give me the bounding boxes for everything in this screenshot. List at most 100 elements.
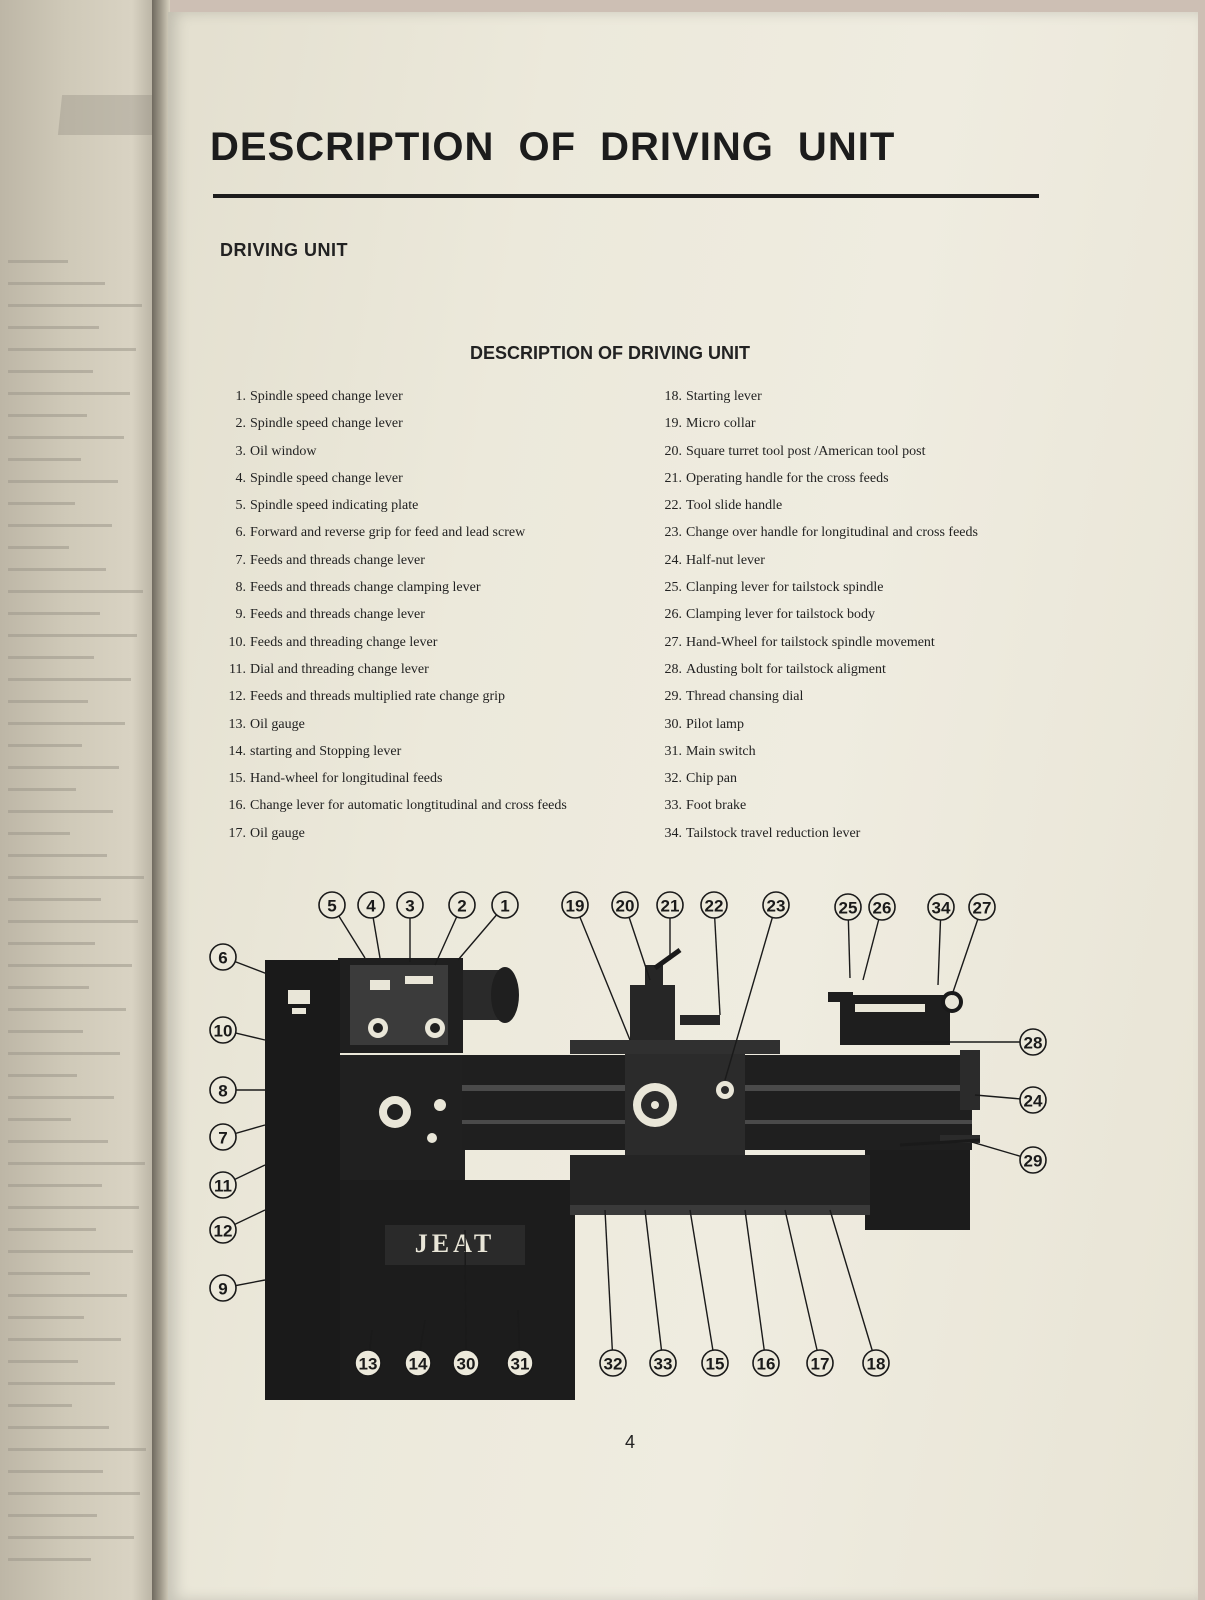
- title-rule: [213, 194, 1039, 198]
- part-list-item: 11.Dial and threading change lever: [218, 656, 638, 683]
- part-number: 31.: [664, 743, 683, 759]
- callout-number: 8: [218, 1082, 227, 1101]
- callout-number: 24: [1024, 1092, 1043, 1111]
- callout-5: 5: [318, 891, 346, 919]
- part-number: 29.: [664, 689, 683, 705]
- callout-leader-17: [784, 1209, 821, 1364]
- callout-number: 29: [1024, 1152, 1043, 1171]
- part-list-item: 18.Starting lever: [654, 383, 1054, 410]
- callout-number: 6: [218, 949, 227, 968]
- part-number: 34.: [664, 825, 683, 841]
- part-number: 33.: [664, 798, 683, 814]
- brand-plate: JEAT: [415, 1229, 496, 1258]
- callout-32: 32: [599, 1349, 627, 1377]
- part-number: 22.: [664, 498, 683, 514]
- part-label: Pilot lamp: [686, 716, 744, 732]
- part-label: Hand-wheel for longitudinal feeds: [250, 771, 443, 787]
- callout-number: 3: [405, 897, 414, 916]
- callout-22: 22: [700, 891, 728, 919]
- part-list-item: 33.Foot brake: [654, 792, 1054, 819]
- part-number: 28.: [664, 661, 683, 677]
- callout-number: 4: [366, 897, 376, 916]
- callout-number: 13: [359, 1355, 378, 1374]
- page-title: DESCRIPTION OF DRIVING UNIT: [210, 125, 896, 169]
- part-number: 15.: [228, 771, 247, 787]
- part-number: 26.: [664, 607, 683, 623]
- callout-30: 30: [452, 1349, 480, 1377]
- part-label: Operating handle for the cross feeds: [686, 470, 889, 486]
- callout-number: 17: [811, 1355, 830, 1374]
- part-label: Tailstock travel reduction lever: [686, 825, 861, 841]
- chip-pan: [570, 1155, 870, 1210]
- part-number: 10.: [228, 634, 247, 650]
- part-list-item: 29.Thread chansing dial: [654, 683, 1054, 710]
- part-label: Adusting bolt for tailstock aligment: [686, 661, 886, 677]
- part-number: 8.: [235, 580, 247, 596]
- part-number: 6.: [235, 525, 247, 541]
- callout-10: 10: [209, 1016, 237, 1044]
- callout-23: 23: [762, 891, 790, 919]
- part-number: 11.: [229, 661, 246, 677]
- callout-number: 22: [705, 897, 724, 916]
- part-number: 9.: [235, 607, 247, 623]
- callout-number: 16: [757, 1355, 776, 1374]
- part-number: 16.: [228, 798, 247, 814]
- callout-number: 33: [654, 1355, 673, 1374]
- part-label: Tool slide handle: [686, 498, 783, 514]
- callout-leader-27: [951, 906, 983, 996]
- part-list-item: 26.Clamping lever for tailstock body: [654, 601, 1054, 628]
- part-label: Change lever for automatic longtitudinal…: [250, 798, 567, 814]
- part-label: Clanping lever for tailstock spindle: [686, 580, 884, 596]
- part-number: 7.: [235, 552, 247, 568]
- part-label: Oil gauge: [250, 716, 305, 732]
- callout-33: 33: [649, 1349, 677, 1377]
- part-label: Spindle speed change lever: [250, 416, 403, 432]
- callout-number: 19: [566, 897, 585, 916]
- part-number: 5.: [235, 498, 247, 514]
- callout-leader-33: [644, 1209, 664, 1364]
- part-number: 3.: [235, 443, 247, 459]
- callout-number: 1: [500, 897, 509, 916]
- callout-26: 26: [868, 893, 896, 921]
- callout-number: 28: [1024, 1034, 1043, 1053]
- callout-number: 18: [867, 1355, 886, 1374]
- callout-6: 6: [209, 943, 237, 971]
- callout-2: 2: [448, 891, 476, 919]
- part-number: 17.: [228, 825, 247, 841]
- tool-post: [630, 985, 675, 1040]
- part-label: Main switch: [686, 743, 756, 759]
- part-list-item: 9.Feeds and threads change lever: [218, 601, 638, 628]
- part-list-item: 34.Tailstock travel reduction lever: [654, 820, 1054, 847]
- page-number: 4: [624, 1432, 635, 1452]
- part-number: 14.: [228, 743, 247, 759]
- part-list-item: 32.Chip pan: [654, 765, 1054, 792]
- part-list-item: 25.Clanping lever for tailstock spindle: [654, 574, 1054, 601]
- part-list-item: 30.Pilot lamp: [654, 711, 1054, 738]
- part-number: 13.: [228, 716, 247, 732]
- part-list-item: 27.Hand-Wheel for tailstock spindle move…: [654, 629, 1054, 656]
- part-list-item: 28.Adusting bolt for tailstock aligment: [654, 656, 1054, 683]
- part-label: Spindle speed change lever: [250, 389, 403, 404]
- callout-14: 14: [404, 1349, 432, 1377]
- part-label: Feeds and threading change lever: [250, 634, 438, 650]
- callout-11: 11: [209, 1171, 237, 1199]
- callout-24: 24: [1019, 1086, 1047, 1114]
- callout-4: 4: [357, 891, 385, 919]
- part-label: Oil window: [250, 443, 317, 459]
- part-number: 2.: [235, 416, 247, 432]
- part-number: 20.: [664, 443, 683, 459]
- callout-leader-32: [604, 1209, 614, 1364]
- callout-15: 15: [701, 1349, 729, 1377]
- callout-number: 5: [327, 897, 336, 916]
- callout-8: 8: [209, 1076, 237, 1104]
- part-number: 25.: [664, 580, 683, 596]
- part-label: Starting lever: [686, 389, 762, 404]
- part-list-item: 23.Change over handle for longitudinal a…: [654, 519, 1054, 546]
- part-label: Feeds and threads change clamping lever: [250, 580, 481, 596]
- part-list-item: 15.Hand-wheel for longitudinal feeds: [218, 765, 638, 792]
- callout-number: 12: [214, 1222, 233, 1241]
- part-list-item: 5.Spindle speed indicating plate: [218, 492, 638, 519]
- part-list-item: 14.starting and Stopping lever: [218, 738, 638, 765]
